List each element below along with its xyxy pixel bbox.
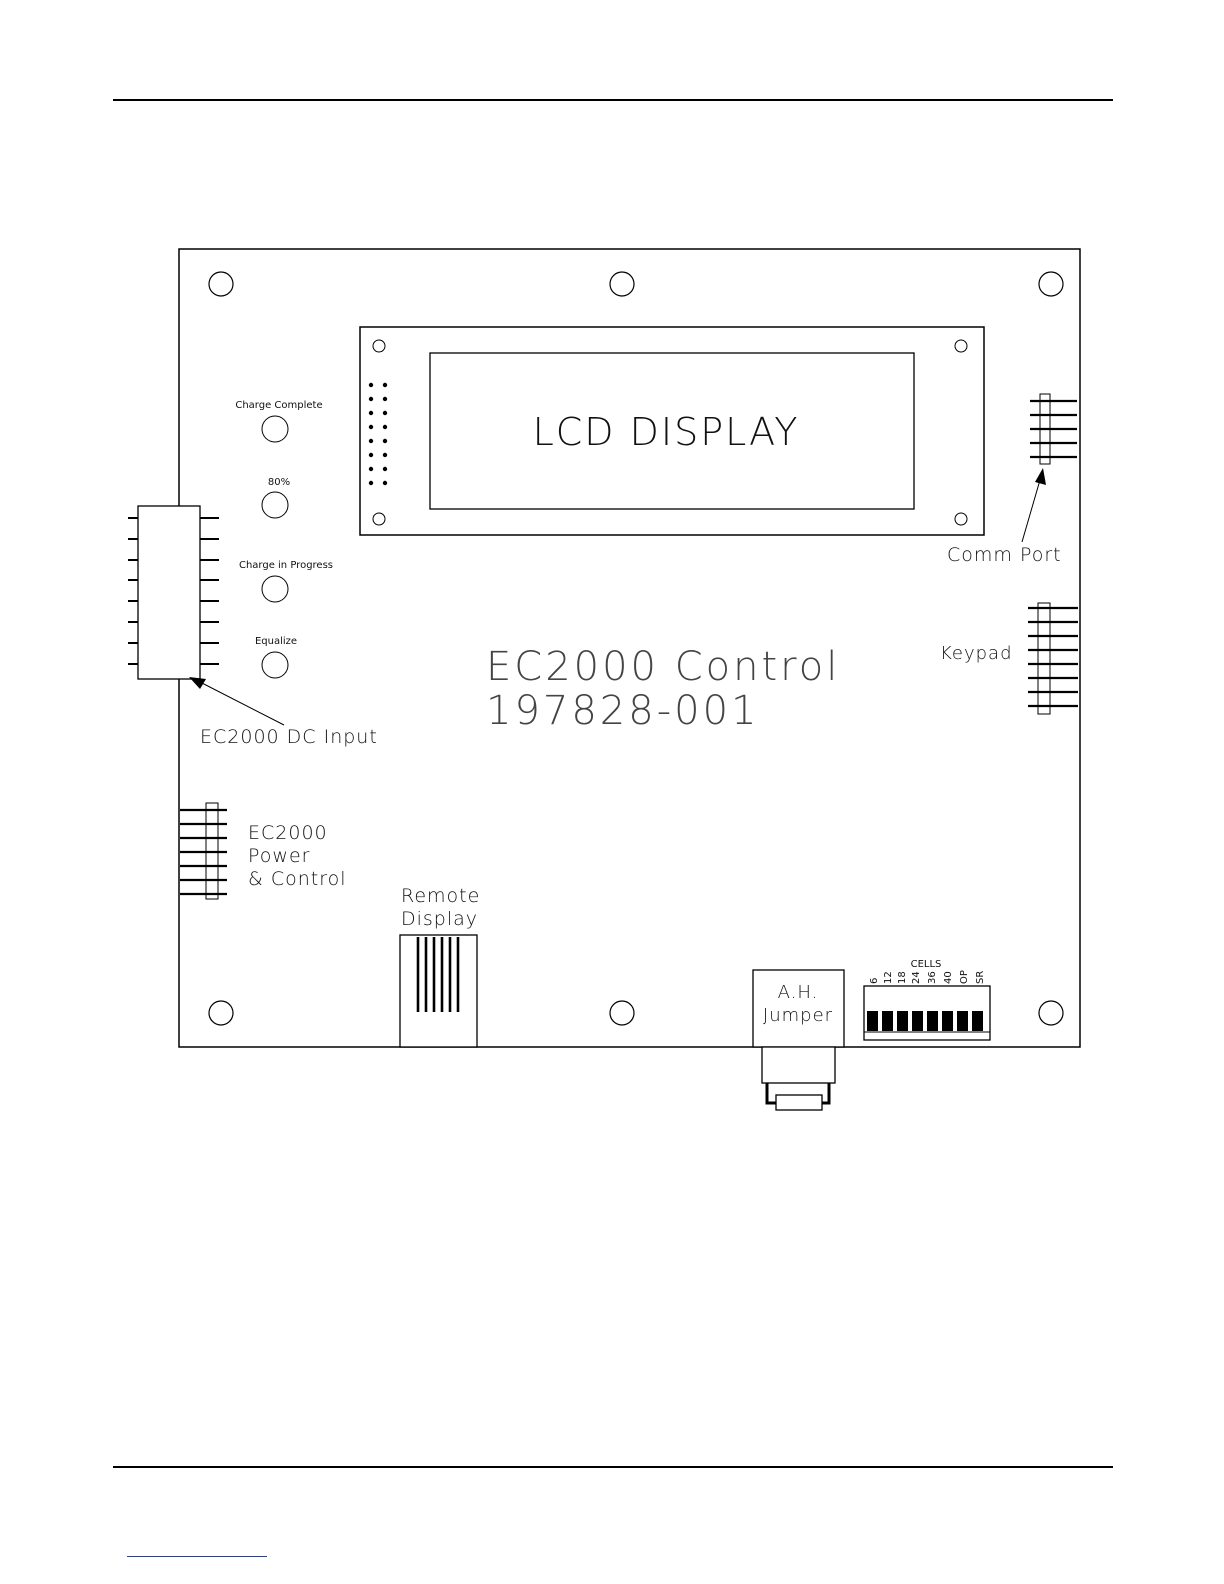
keypad-label: Keypad: [940, 643, 1013, 664]
mounting-hole: [1039, 272, 1063, 296]
remote-display-label-line2: Display: [401, 908, 478, 930]
ah-jumper-label-line1: A.H.: [778, 982, 819, 1003]
dip-position-label: OP: [959, 970, 970, 984]
dip-toggle: [897, 1011, 908, 1031]
dip-position-label: 24: [911, 971, 922, 984]
dip-position-label: 40: [943, 971, 954, 984]
dip-position-label: 12: [883, 971, 894, 984]
lcd-module: LCD DISPLAY: [360, 327, 984, 535]
dip-toggle: [942, 1011, 953, 1031]
lcd-header-pins: [369, 383, 387, 485]
ah-jumper-label-line2: Jumper: [763, 1005, 833, 1026]
dip-position-label: 6: [869, 978, 880, 984]
dip-position-label: 18: [897, 971, 908, 984]
mounting-hole: [1039, 1001, 1063, 1025]
remote-display-label-line1: Remote: [401, 885, 480, 907]
board-title: EC2000 Control: [486, 644, 840, 690]
dc-input-connector: EC2000 DC Input: [128, 506, 378, 748]
dip-toggle: [957, 1011, 968, 1031]
led-charge-in-progress: [262, 576, 288, 602]
cells-dip-switch: CELLS 6 12 18 24 36 40 OP SR: [864, 959, 990, 1040]
lcd-label: LCD DISPLAY: [533, 410, 800, 454]
led-label-equalize: Equalize: [255, 636, 297, 647]
arrow-icon: [189, 677, 206, 689]
led-charge-complete: [262, 416, 288, 442]
comm-port-label: Comm Port: [947, 544, 1062, 566]
board-part-number: 197828-001: [486, 688, 759, 734]
mounting-hole: [209, 272, 233, 296]
dip-toggle: [927, 1011, 938, 1031]
status-leds: Charge Complete 80% Charge in Progress E…: [235, 400, 333, 678]
power-control-connector: EC2000 Power & Control: [180, 803, 347, 899]
dip-switch-title: CELLS: [911, 959, 942, 970]
dc-input-label: EC2000 DC Input: [200, 726, 378, 748]
dip-toggle: [912, 1011, 923, 1031]
mounting-hole: [610, 1001, 634, 1025]
led-label-charge-in-progress: Charge in Progress: [239, 560, 333, 571]
power-control-label-line2: Power: [248, 845, 310, 867]
mounting-hole: [610, 272, 634, 296]
led-label-80: 80%: [268, 477, 290, 488]
arrow-icon: [1035, 468, 1046, 485]
led-label-charge-complete: Charge Complete: [235, 400, 322, 411]
led-equalize: [262, 652, 288, 678]
dip-toggle: [972, 1011, 983, 1031]
power-control-label-line3: & Control: [248, 868, 347, 890]
dip-position-label: SR: [975, 971, 986, 984]
comm-port-connector: Comm Port: [947, 394, 1077, 566]
dip-toggle: [867, 1011, 878, 1031]
led-80-percent: [262, 492, 288, 518]
power-control-label-line1: EC2000: [248, 822, 328, 844]
dip-toggle: [882, 1011, 893, 1031]
remote-display-jack: Remote Display: [400, 885, 480, 1047]
mounting-hole: [209, 1001, 233, 1025]
dip-position-label: 36: [927, 971, 938, 984]
keypad-connector: Keypad: [940, 603, 1078, 714]
ah-jumper: A.H. Jumper: [753, 970, 844, 1110]
